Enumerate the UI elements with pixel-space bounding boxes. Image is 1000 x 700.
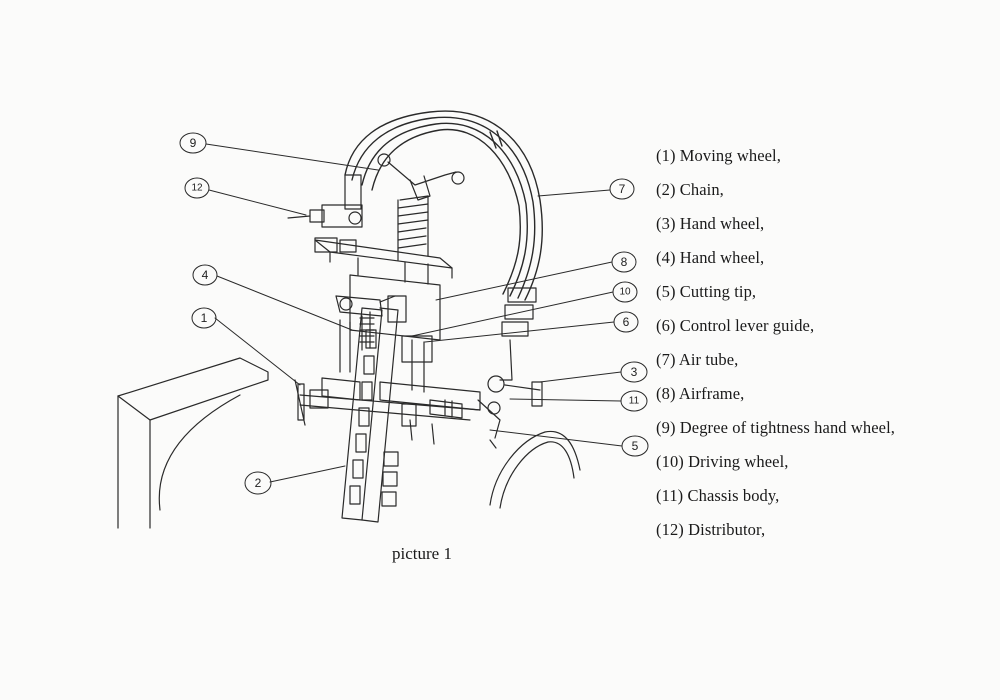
callout-9: 9 [190, 136, 197, 150]
callout-4: 4 [202, 268, 209, 282]
air-tubes [344, 110, 543, 301]
chain [341, 307, 399, 523]
legend-item-hand-wheel-3: (3) Hand wheel, [656, 214, 765, 233]
legend-item-chassis-body: (11) Chassis body, [656, 486, 780, 505]
spring [397, 195, 429, 261]
legend-item-hand-wheel-4: (4) Hand wheel, [656, 248, 765, 267]
legend-item-control-lever-guide: (6) Control lever guide, [656, 316, 815, 335]
callout-5: 5 [632, 439, 639, 453]
chassis-body [294, 377, 481, 445]
legend-item-air-tube: (7) Air tube, [656, 350, 739, 369]
tube-fittings [501, 287, 537, 337]
callout-12: 12 [191, 183, 203, 194]
callout-11: 11 [629, 396, 640, 407]
callout-2: 2 [255, 476, 262, 490]
legend-item-moving-wheel: (1) Moving wheel, [656, 146, 781, 165]
legend-item-airframe: (8) Airframe, [656, 384, 745, 403]
legend-item-distributor: (12) Distributor, [656, 520, 766, 539]
callout-3: 3 [631, 365, 638, 379]
leader-lines [205, 143, 623, 483]
pipe [489, 430, 581, 509]
callout-10: 10 [619, 287, 631, 298]
callout-7: 7 [619, 182, 626, 196]
legend-item-tightness-hand-wheel: (9) Degree of tightness hand wheel, [656, 418, 896, 437]
callout-8: 8 [621, 255, 628, 269]
workpiece-block [117, 357, 269, 529]
top-plate [314, 239, 453, 279]
tightness-hand-wheel [377, 153, 465, 201]
callout-circles [179, 132, 649, 495]
distributor [287, 174, 363, 253]
parts-legend: (1) Moving wheel, (2) Chain, (3) Hand wh… [656, 146, 986, 554]
driving-wheel [359, 295, 433, 363]
cutting-assembly [477, 339, 543, 449]
figure-caption: picture 1 [392, 544, 452, 563]
legend-item-chain: (2) Chain, [656, 180, 724, 199]
legend-item-driving-wheel: (10) Driving wheel, [656, 452, 789, 471]
callout-1: 1 [201, 311, 208, 325]
columns [339, 319, 425, 393]
legend-item-cutting-tip: (5) Cutting tip, [656, 282, 757, 301]
callout-6: 6 [623, 315, 630, 329]
